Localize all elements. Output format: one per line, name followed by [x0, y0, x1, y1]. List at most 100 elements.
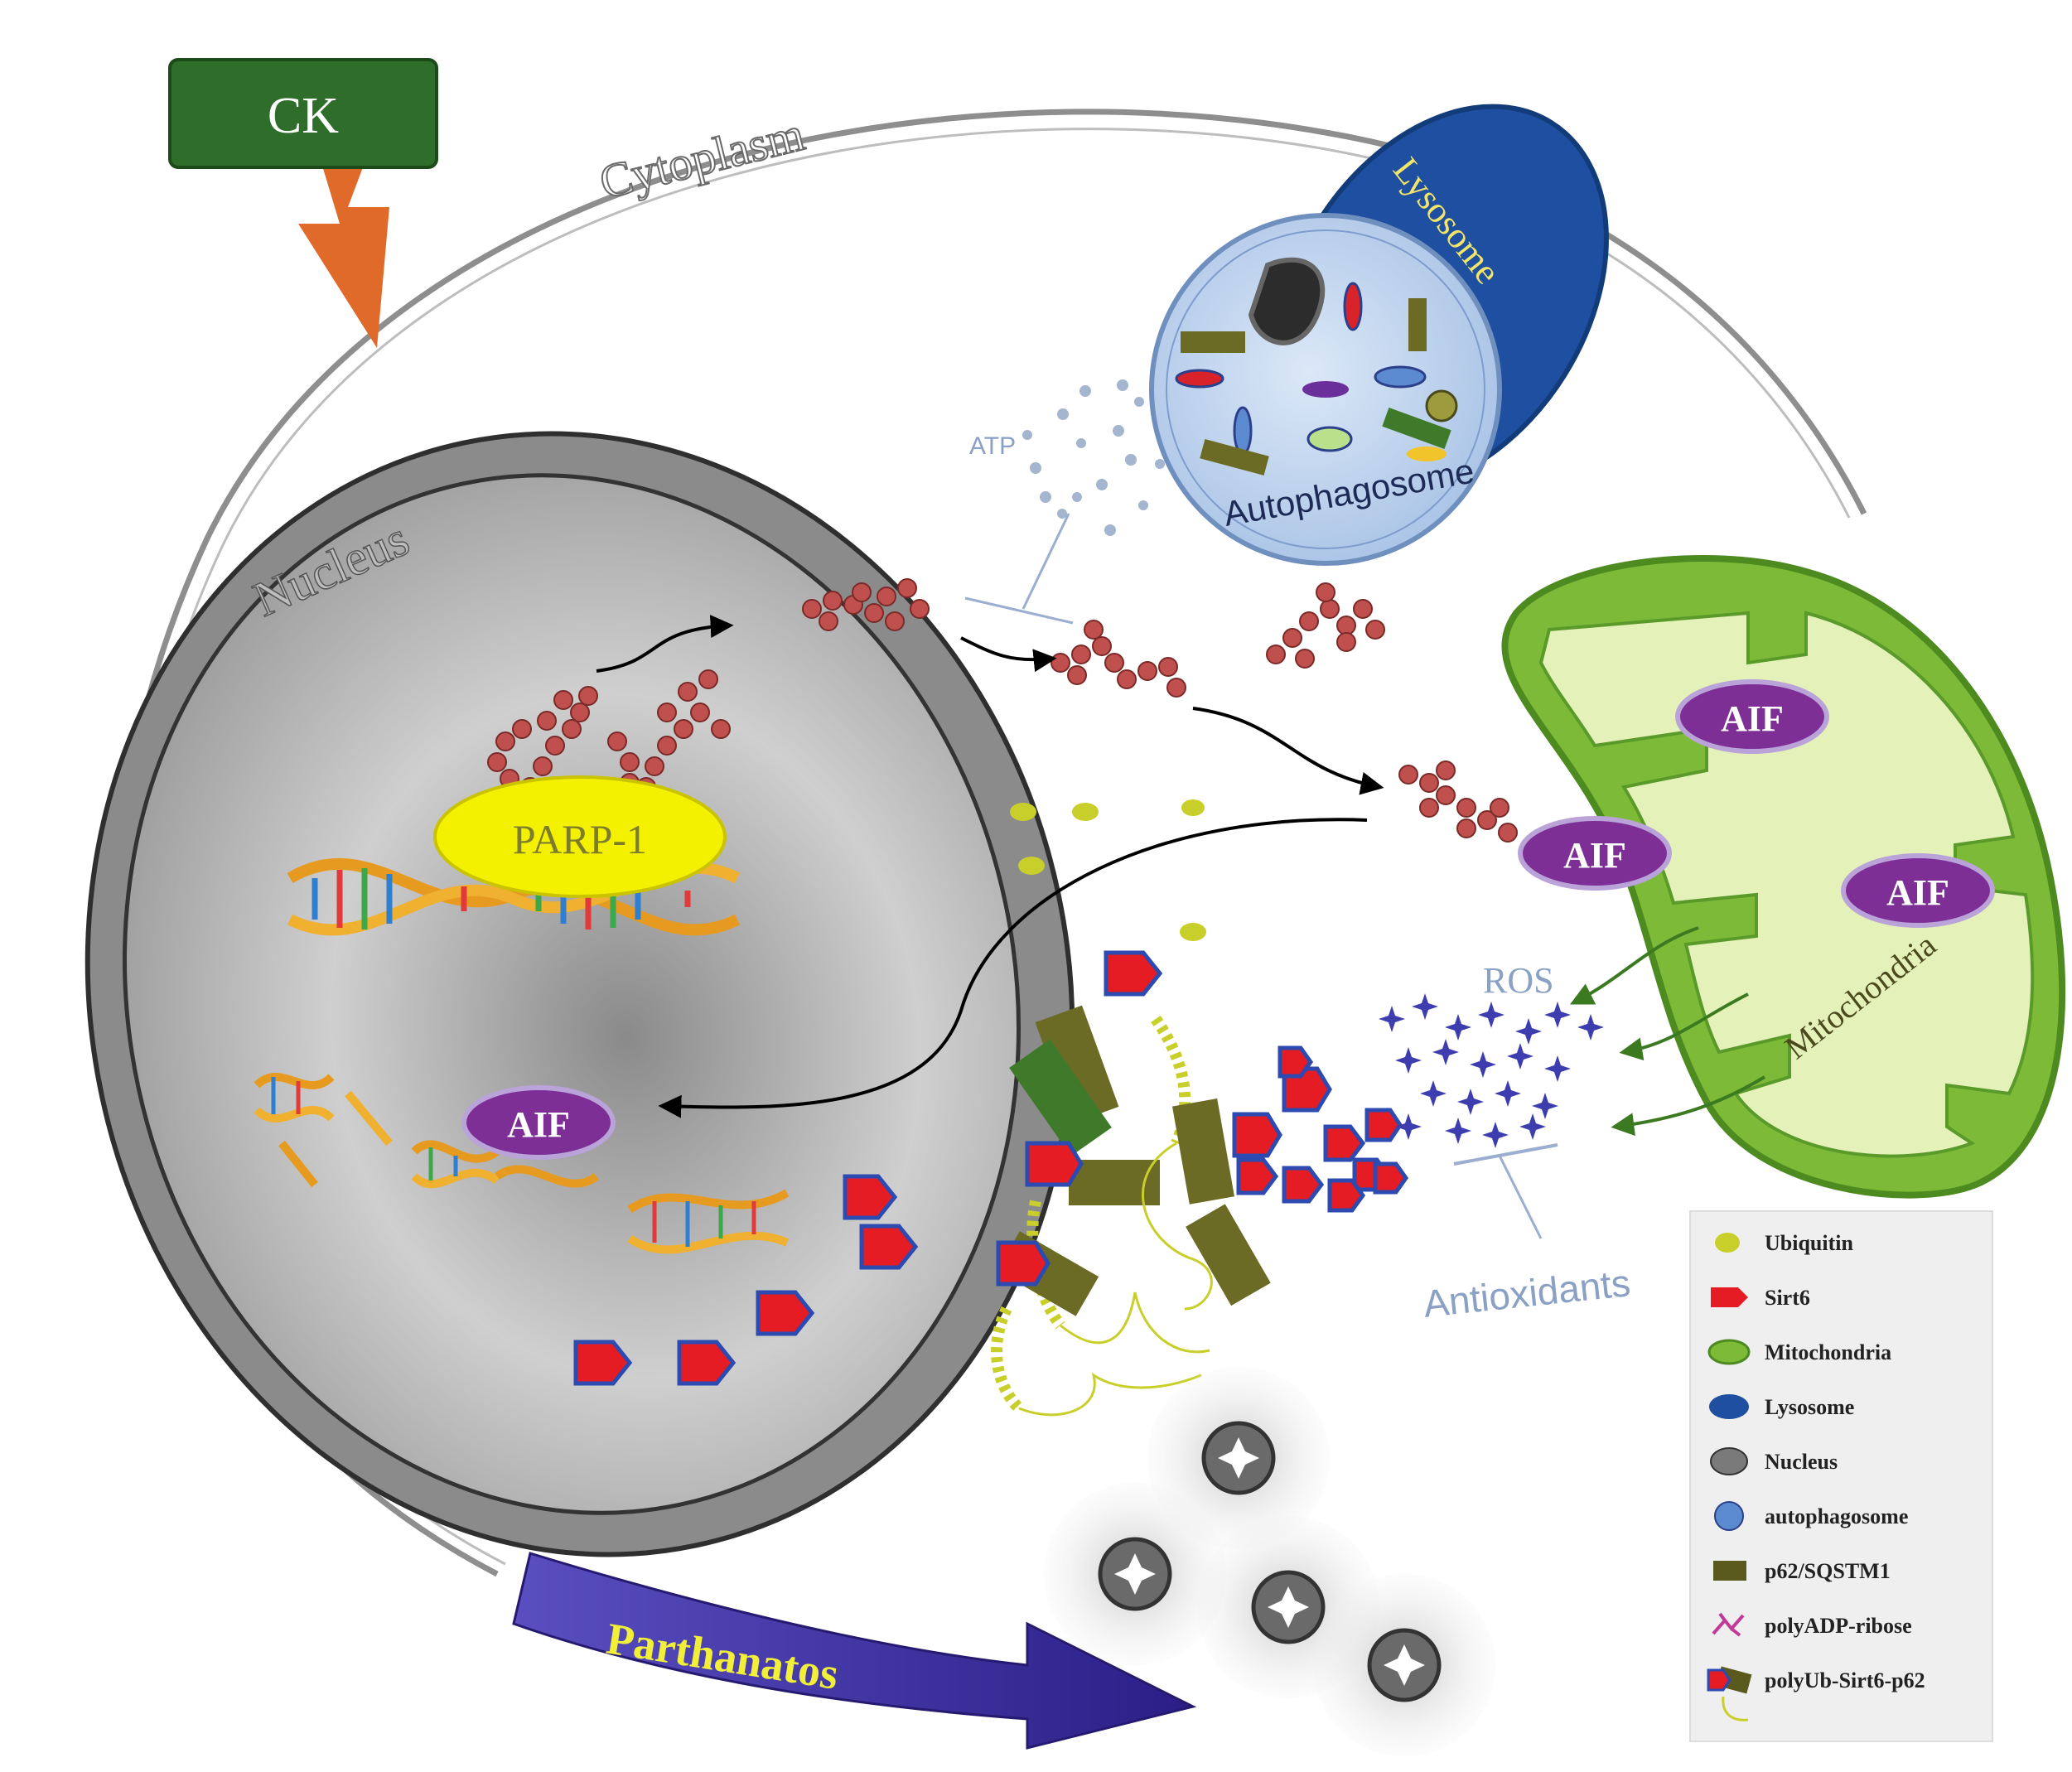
- par-unit: [1490, 798, 1509, 818]
- antioxidant-bar: [1453, 1143, 1558, 1166]
- atp-dot: [1113, 425, 1124, 437]
- dna-fragment: [627, 1231, 789, 1254]
- par-unit: [819, 611, 838, 631]
- ubiquitin-dot-icon: [1010, 803, 1036, 821]
- atp-dot: [1072, 492, 1082, 502]
- arrow-aif-nucleus: [658, 818, 1368, 1118]
- ros-star-icon: [1482, 1122, 1509, 1148]
- aif-label: AIF: [1721, 698, 1784, 739]
- ros-star-icon: [1445, 1118, 1471, 1144]
- ck-stimulus: CK: [168, 58, 438, 348]
- p62-rectangle-icon: [1171, 1098, 1234, 1205]
- ros-star-icon: [1445, 1014, 1471, 1041]
- par-unit: [657, 703, 677, 722]
- par-unit: [910, 599, 930, 619]
- legend-item-label: Nucleus: [1765, 1450, 1838, 1474]
- legend-item: Nucleus: [1710, 1447, 1838, 1475]
- sirt6-arrow-icon: [1104, 950, 1163, 997]
- p62-rectangle-icon: [1713, 1561, 1746, 1581]
- dna-fragment: [495, 1165, 599, 1188]
- arrow-par-export: [596, 615, 734, 673]
- sirt6-arrow-icon: [996, 1240, 1050, 1287]
- aif-mito-2: AIF: [1841, 853, 1995, 928]
- ros-star-icon: [1495, 1080, 1521, 1107]
- par-chain-aif: [1398, 760, 1518, 843]
- p62-rectangle-icon: [1035, 1005, 1119, 1124]
- par-unit: [885, 611, 905, 631]
- atp-inhibition-bar: [964, 596, 1074, 625]
- par-unit: [1050, 653, 1070, 673]
- dna-fragment: [345, 1090, 393, 1147]
- par-unit: [1498, 823, 1518, 843]
- par-chain-cyto-1: [802, 578, 930, 631]
- legend-item-label: p62/SQSTM1: [1765, 1559, 1891, 1583]
- parp1: PARP-1: [433, 775, 727, 898]
- aif-label: AIF: [1886, 872, 1949, 913]
- aif-oval: [1518, 816, 1672, 891]
- sirt6-arrow-icon: [1373, 1161, 1409, 1195]
- par-unit: [487, 752, 507, 772]
- ros-star-icon: [1395, 1047, 1422, 1074]
- par-unit: [1436, 760, 1456, 780]
- sirt6-arrow-icon: [1282, 1166, 1325, 1204]
- arrow-par-transfer: [960, 636, 1057, 673]
- ros-star-icon: [1544, 1055, 1571, 1082]
- par-unit: [553, 690, 573, 710]
- arrow-ros-1: [1569, 926, 1699, 1005]
- par-unit: [1104, 653, 1124, 673]
- polyub-sirt6-p62-icon: [1707, 1666, 1752, 1721]
- atp-dot: [1079, 385, 1091, 397]
- aif-cytoplasm: AIF: [1518, 816, 1672, 891]
- par-unit: [1316, 582, 1335, 602]
- arrow-par-aif: [1192, 707, 1384, 795]
- ros-star-icon: [1412, 993, 1438, 1020]
- par-unit: [533, 756, 553, 776]
- par-unit: [1067, 665, 1087, 685]
- ros-star-icon: [1515, 1018, 1542, 1045]
- aif-label: AIF: [507, 1104, 570, 1145]
- legend-item-label: Ubiquitin: [1765, 1231, 1853, 1255]
- par-unit: [1477, 810, 1497, 830]
- atp-dot: [1138, 500, 1148, 510]
- atp-dot: [1096, 479, 1108, 490]
- legend-item-label: Mitochondria: [1765, 1340, 1891, 1364]
- ck-box: [168, 58, 438, 169]
- atp-dot: [1057, 509, 1067, 519]
- aif-nucleus: AIF: [461, 1085, 616, 1160]
- aif-mito-1: AIF: [1675, 679, 1829, 754]
- par-unit: [1353, 599, 1373, 619]
- parthanatos-arrow-body: [512, 1552, 1197, 1750]
- dna-fragment-bases: [271, 1077, 756, 1247]
- atp-dot: [1057, 408, 1069, 420]
- dna-fragment: [278, 1140, 318, 1188]
- arrow-ros-3: [1611, 1075, 1766, 1137]
- atp-dot: [1040, 491, 1051, 503]
- autophagosome-icon: [1714, 1501, 1744, 1531]
- nucleus: Nucleus: [85, 431, 1075, 1557]
- cargo-p62-icon: [1181, 331, 1245, 353]
- ros-star-icon: [1379, 1006, 1405, 1032]
- mitochondria: Mitochondria: [1501, 555, 2066, 1199]
- ros-star-icon: [1470, 1051, 1496, 1078]
- ros-star-icon: [1507, 1043, 1533, 1069]
- aif-oval: [1675, 679, 1829, 754]
- cargo-p62-icon: [1382, 408, 1451, 449]
- sirt6-arrow-icon: [1236, 1157, 1279, 1195]
- par-unit: [1092, 636, 1112, 656]
- ubiquitin-dot-icon: [1072, 803, 1099, 821]
- par-unit: [1336, 632, 1356, 652]
- par-unit: [897, 578, 917, 598]
- sirt6-arrow-icon: [859, 1224, 919, 1270]
- ubiquitin-dot-icon: [1715, 1233, 1740, 1253]
- parp1-label: PARP-1: [513, 816, 647, 862]
- ros-star-icon: [1519, 1113, 1546, 1140]
- nucleus-icon: [1710, 1447, 1748, 1475]
- legend-item: Ubiquitin: [1715, 1231, 1853, 1255]
- legend-item-label: polyADP-ribose: [1765, 1614, 1912, 1638]
- dead-nucleus-star-icon: [1384, 1644, 1425, 1686]
- sirt6-arrow-icon: [1327, 1178, 1366, 1213]
- sirt6-arrow-icon: [1025, 1141, 1084, 1187]
- par-unit: [562, 719, 582, 739]
- ubiquitin-dot-icon: [1181, 799, 1205, 816]
